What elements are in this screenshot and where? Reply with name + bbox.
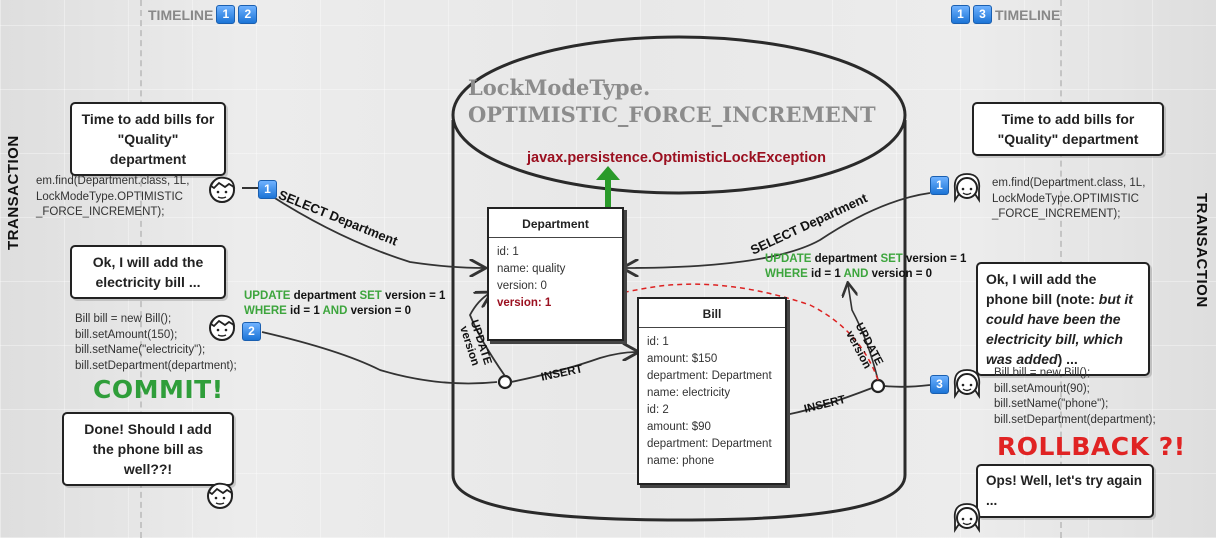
step-badge: 1 — [258, 180, 277, 199]
code-line: bill.setAmount(90); — [994, 382, 1090, 395]
field-row-version-new: version: 1 — [497, 297, 552, 309]
code-line: bill.setName("electricity"); — [75, 344, 206, 356]
step-badge: 2 — [238, 5, 258, 24]
developer-girl-avatar — [953, 173, 981, 203]
database-cylinder-body — [451, 120, 907, 522]
developer-boy-avatar — [209, 314, 236, 341]
step-badge: 1 — [951, 5, 970, 24]
field-row: amount: $150 — [647, 353, 718, 365]
department-title: Department — [489, 209, 622, 238]
field-row: name: quality — [497, 263, 566, 275]
timeline-right: 1 3 TIMELINE — [951, 5, 1060, 24]
lockmode-line1: LockModeType. — [468, 75, 651, 100]
code-line: bill.setAmount(150); — [75, 328, 178, 341]
code-line: bill.setName("phone"); — [994, 398, 1109, 410]
code-line: LockModeType.OPTIMISTIC — [992, 192, 1139, 205]
field-row: id: 2 — [647, 404, 669, 416]
code-line: bill.setDepartment(department); — [994, 413, 1156, 426]
bill-fields: id: 1 amount: $150 department: Departmen… — [639, 328, 785, 476]
sql-text: id = 1 — [286, 305, 323, 317]
lockmode-title: LockModeType. OPTIMISTIC_FORCE_INCREMENT — [468, 74, 876, 128]
sql-update-left: UPDATE department SET version = 1 WHERE i… — [244, 289, 445, 319]
department-fields: id: 1 name: quality version: 0 version: … — [489, 238, 622, 318]
field-row: version: 0 — [497, 280, 547, 292]
developer-girl-avatar — [953, 503, 981, 533]
lockmode-line2: OPTIMISTIC_FORCE_INCREMENT — [468, 102, 876, 127]
speech-bubble: Time to add bills for "Quality" departme… — [972, 102, 1164, 156]
timeline-label: TIMELINE — [995, 6, 1061, 23]
sql-update-right: UPDATE department SET version = 1 WHERE i… — [765, 252, 966, 282]
code-line: bill.setDepartment(department); — [75, 359, 237, 372]
sql-text: version = 0 — [868, 268, 933, 280]
field-row: amount: $90 — [647, 421, 711, 433]
field-row: name: phone — [647, 455, 715, 467]
sql-text: version = 1 — [902, 253, 967, 265]
code-line: Bill bill = new Bill(); — [994, 367, 1091, 379]
sql-keyword: AND — [322, 305, 348, 317]
sql-keyword: SET — [880, 253, 903, 265]
step-badge: 3 — [930, 375, 949, 394]
developer-girl-avatar — [953, 369, 981, 399]
sql-keyword: WHERE — [765, 268, 808, 280]
code-line: em.find(Department.class, 1L, — [36, 175, 190, 187]
speech-bubble: Ok, I will add the phone bill (note: but… — [976, 262, 1150, 376]
sql-keyword: WHERE — [244, 305, 287, 317]
sql-text: version = 0 — [347, 305, 412, 317]
field-row: department: Department — [647, 438, 772, 450]
speech-bubble: Done! Should I add the phone bill as wel… — [62, 412, 234, 486]
field-row: name: electricity — [647, 387, 731, 399]
rollback-label: ROLLBACK ?! — [997, 432, 1186, 461]
timeline-left: TIMELINE 1 2 — [148, 5, 258, 24]
code-snippet: Bill bill = new Bill(); bill.setAmount(15… — [75, 312, 237, 374]
sql-text: department — [811, 253, 881, 265]
code-line: _FORCE_INCREMENT); — [36, 206, 165, 218]
database-cylinder-top — [451, 35, 907, 195]
commit-label: COMMIT! — [93, 375, 224, 404]
bubble-text: Ok, I will add the phone bill (note: — [986, 271, 1099, 307]
code-line: Bill bill = new Bill(); — [75, 313, 172, 325]
bubble-text: ) ... — [1057, 351, 1078, 367]
field-row: id: 1 — [647, 336, 669, 348]
step-badge: 1 — [216, 5, 236, 24]
step-badge: 1 — [930, 176, 949, 195]
department-entity: Department id: 1 name: quality version: … — [487, 207, 624, 341]
speech-bubble: Time to add bills for "Quality" departme… — [70, 102, 226, 176]
step-badge: 2 — [242, 322, 261, 341]
timeline-label: TIMELINE — [148, 6, 214, 23]
sql-text: id = 1 — [807, 268, 844, 280]
developer-boy-avatar — [209, 176, 236, 203]
field-row: id: 1 — [497, 246, 519, 258]
sql-keyword: UPDATE — [244, 290, 291, 302]
code-snippet: em.find(Department.class, 1L, LockModeTyp… — [992, 176, 1145, 223]
sql-keyword: UPDATE — [765, 253, 812, 265]
sql-text: department — [290, 290, 360, 302]
exception-label: javax.persistence.OptimisticLockExceptio… — [527, 150, 826, 166]
code-snippet: Bill bill = new Bill(); bill.setAmount(90… — [994, 366, 1156, 428]
field-row: department: Department — [647, 370, 772, 382]
code-snippet: em.find(Department.class, 1L, LockModeTyp… — [36, 174, 189, 221]
sql-keyword: SET — [359, 290, 382, 302]
bubble-text-italic: but it could have been the electricity b… — [986, 291, 1133, 367]
code-line: _FORCE_INCREMENT); — [992, 208, 1121, 220]
developer-boy-avatar — [207, 482, 234, 509]
code-line: em.find(Department.class, 1L, — [992, 177, 1146, 189]
speech-bubble: Ok, I will add the electricity bill ... — [70, 245, 226, 299]
bill-entity: Bill id: 1 amount: $150 department: Depa… — [637, 297, 787, 485]
sql-keyword: AND — [843, 268, 869, 280]
bill-title: Bill — [639, 299, 785, 328]
speech-bubble: Ops! Well, let's try again ... — [976, 464, 1154, 518]
sql-text: version = 1 — [381, 290, 446, 302]
code-line: LockModeType.OPTIMISTIC — [36, 190, 183, 203]
step-badge: 3 — [973, 5, 992, 24]
